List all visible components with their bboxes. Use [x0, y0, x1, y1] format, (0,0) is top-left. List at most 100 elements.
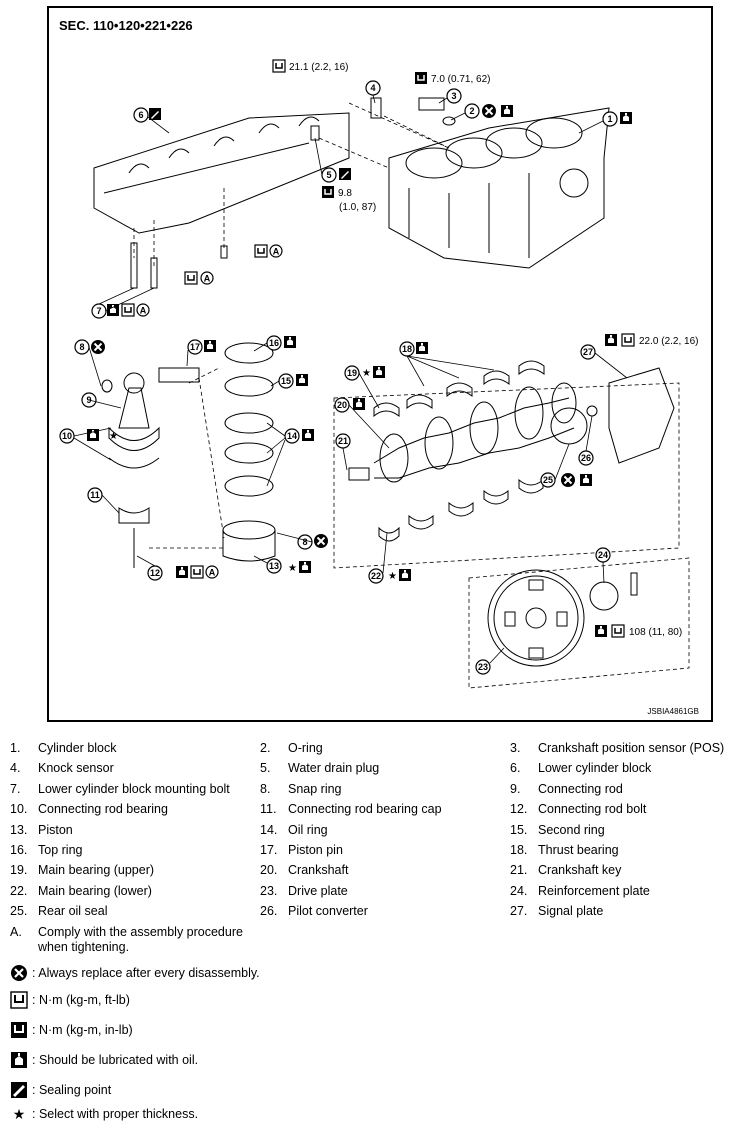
torque-label-27: 22.0 (2.2, 16): [605, 333, 698, 347]
legend-item-text: O-ring: [288, 741, 323, 755]
svg-text:17: 17: [190, 342, 200, 352]
legend-item-text: Crankshaft: [288, 863, 349, 878]
svg-text:3: 3: [451, 91, 456, 101]
legend-item-number: 18.: [510, 843, 528, 857]
svg-text:7: 7: [96, 306, 101, 316]
svg-text:5: 5: [326, 170, 331, 180]
signal-plate-drawing: [608, 367, 675, 464]
legend-item-number: 1.: [10, 741, 21, 755]
legend-item-text: Water drain plug: [288, 761, 380, 776]
star-mark-22: ★: [388, 571, 397, 582]
legend-item-number: 11.: [260, 802, 277, 817]
symbol-legend-text: : N·m (kg-m, ft-lb): [32, 993, 130, 1007]
legend-item-number: 24.: [510, 883, 528, 898]
svg-text:15: 15: [281, 376, 291, 386]
callout-3: 3: [446, 88, 462, 104]
svg-text:8: 8: [79, 342, 84, 352]
callout-17: 17: [187, 339, 203, 355]
legend-item-text: Thrust bearing: [538, 843, 619, 857]
legend-item-text: Piston: [38, 822, 73, 837]
svg-text:1: 1: [607, 114, 612, 124]
svg-text:12: 12: [150, 568, 160, 578]
legend-item-text: Signal plate: [538, 904, 604, 919]
legend-item-text: Top ring: [38, 843, 83, 857]
callout-2: 2: [464, 103, 480, 119]
callout-26: 26: [578, 450, 594, 466]
legend-item-text: Lower cylinder block: [538, 761, 652, 776]
callout-13: 13: [266, 558, 282, 574]
callout-18: 18: [399, 341, 415, 357]
reinforcement-plate-drawing: [589, 581, 619, 611]
legend-item-number: 17.: [260, 843, 278, 857]
legend-item-text: Knock sensor: [38, 761, 114, 776]
legend-item-text: Snap ring: [288, 781, 342, 796]
legend-item-number: 22.: [10, 883, 28, 898]
callout-23: 23: [475, 659, 491, 675]
torque-label-5: 9.8 (1.0, 87): [321, 185, 376, 213]
legend-item-text: Second ring: [538, 822, 605, 837]
legend-item-number: 27.: [510, 904, 528, 919]
piston-rings-drawing: [224, 342, 274, 497]
crankshaft-drawing: [348, 382, 577, 483]
legend-item-number: 20.: [260, 863, 278, 878]
legend-item-text: Lower cylinder block mounting bolt: [38, 781, 230, 796]
oil-can-icon: [10, 1051, 28, 1069]
legend-item-number: 25.: [10, 904, 28, 919]
svg-text:10: 10: [62, 431, 72, 441]
svg-text:26: 26: [581, 453, 591, 463]
legend-item-number: 10.: [10, 802, 28, 817]
cylinder-block-drawing: [388, 107, 610, 269]
legend-item-text: Connecting rod bolt: [538, 802, 647, 817]
diagram-frame: SEC. 110•120•221•226 JSBIA4861GB: [47, 6, 713, 722]
connecting-rod-drawing: [108, 372, 160, 568]
note-a-number: A.: [10, 925, 22, 939]
main-bearing-lower-drawing: [378, 478, 544, 542]
callout-22: 22: [368, 568, 384, 584]
legend-item-number: 4.: [10, 761, 21, 776]
legend-item-number: 9.: [510, 781, 521, 796]
callout-8a: 8: [74, 339, 90, 355]
callout-4: 4: [365, 80, 381, 96]
svg-text:27: 27: [583, 347, 593, 357]
svg-text:★: ★: [13, 1107, 26, 1123]
svg-text:21.1 (2.2, 16): 21.1 (2.2, 16): [289, 62, 348, 73]
legend-item-text: Connecting rod bearing cap: [288, 802, 442, 817]
legend-item-text: Main bearing (lower): [38, 883, 152, 898]
symbol-legend-text: : Always replace after every disassembly…: [32, 966, 260, 980]
piston-drawing: [222, 520, 276, 562]
callout-5: 5: [321, 167, 337, 183]
torque-ftlb-icon: [10, 991, 28, 1009]
symbol-legend-text: : Select with proper thickness.: [32, 1107, 199, 1121]
drain-plug-drawing: [310, 125, 320, 141]
callout-1: 1: [602, 111, 618, 127]
callout-19: 19: [344, 365, 360, 381]
svg-text:21: 21: [338, 436, 348, 446]
callout-15: 15: [278, 373, 294, 389]
callout-14: 14: [284, 428, 300, 444]
legend-item-text: Crankshaft key: [538, 863, 622, 878]
svg-text:22: 22: [371, 571, 381, 581]
snap-ring-drawing: [101, 379, 113, 393]
legend-item-number: 2.: [260, 741, 271, 755]
svg-text:2: 2: [469, 106, 474, 116]
svg-text:6: 6: [138, 110, 143, 120]
svg-text:(1.0, 87): (1.0, 87): [339, 202, 376, 213]
svg-text:108 (11, 80): 108 (11, 80): [629, 627, 682, 638]
figure-code: JSBIA4861GB: [647, 707, 699, 716]
legend-item-text: Reinforcement plate: [538, 883, 650, 898]
legend-item-number: 6.: [510, 761, 521, 776]
legend-item-number: 7.: [10, 781, 21, 796]
torque-label-4: 21.1 (2.2, 16): [272, 59, 348, 73]
legend-item-text: Piston pin: [288, 843, 343, 857]
legend-item-number: 23.: [260, 883, 278, 898]
svg-text:13: 13: [269, 561, 279, 571]
legend-item-text: Pilot converter: [288, 904, 368, 919]
star-mark-19: ★: [362, 368, 371, 379]
callout-20: 20: [334, 397, 350, 413]
callout-16: 16: [266, 335, 282, 351]
main-bearing-upper-drawing: [373, 360, 545, 418]
replace-icon: [10, 964, 28, 982]
rear-oil-seal-drawing: [550, 407, 588, 445]
pilot-converter-drawing: [586, 405, 598, 417]
svg-text:24: 24: [598, 550, 608, 560]
